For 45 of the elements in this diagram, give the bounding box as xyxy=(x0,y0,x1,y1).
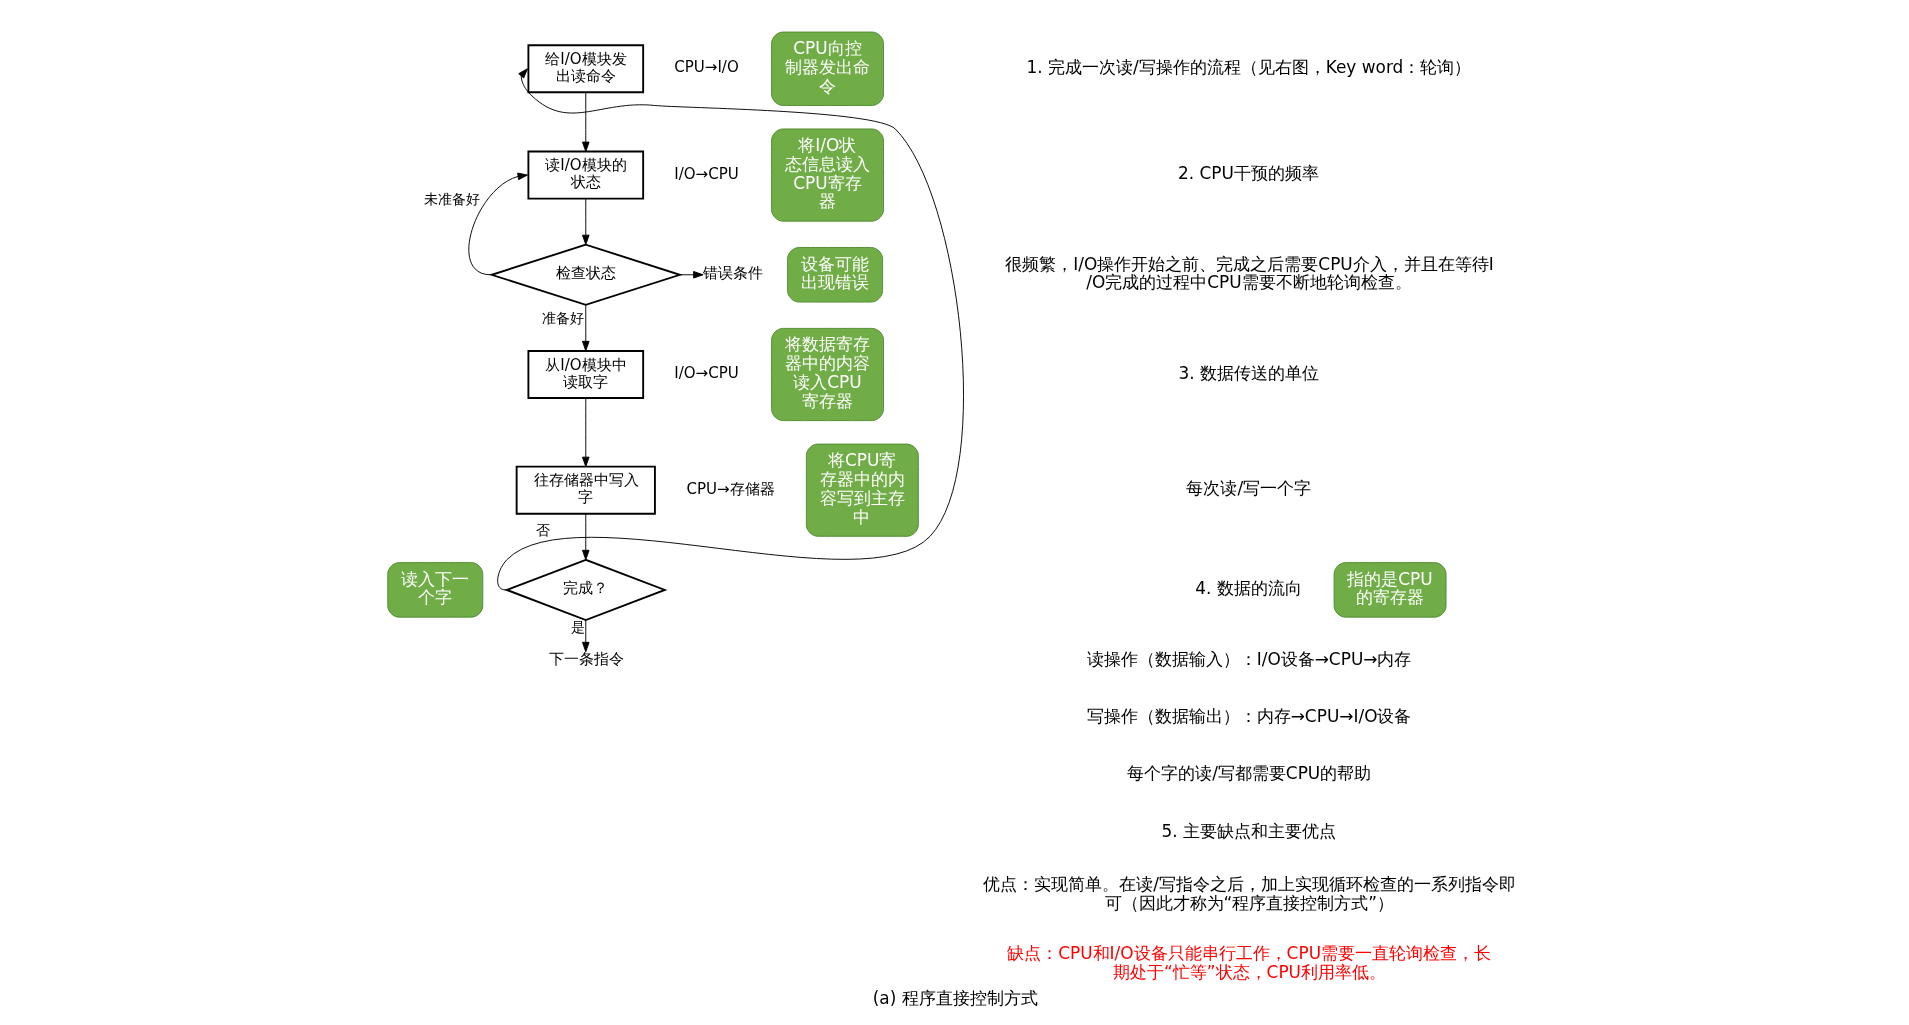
label: 5. 主要缺点和主要优点 xyxy=(1160,820,1336,841)
arrow xyxy=(581,198,590,246)
node-box: 将I/O状态信息读入CPU寄存器 xyxy=(770,128,884,222)
arrow xyxy=(581,304,590,352)
node-text: 下一条指令 xyxy=(548,650,624,669)
arrow xyxy=(581,513,590,561)
node-label: I/O→CPU xyxy=(673,164,739,183)
label: 优点：实现简单。在读/写指令之后，加上实现循环检查的一系列指令即可（因此才称为“程序直接控制方式”） xyxy=(982,874,1516,914)
edge-label: 未准备好 xyxy=(423,191,480,208)
label: 2. CPU干预的频率 xyxy=(1177,163,1319,184)
node-box: 读入下一个字 xyxy=(386,562,483,618)
label: 读操作（数据输入）：I/O设备→CPU→内存 xyxy=(1086,648,1411,669)
node-diamond: 检查状态 xyxy=(488,243,683,306)
node-box: 往存储器中写入字 xyxy=(515,465,656,515)
node-box: 指的是CPU的寄存器 xyxy=(1333,562,1446,618)
node-box: 从I/O模块中读取字 xyxy=(526,350,644,399)
node-label: CPU→存储器 xyxy=(685,479,775,498)
node-label: CPU→I/O xyxy=(673,58,739,77)
node-diamond: 完成？ xyxy=(503,558,667,621)
arrow xyxy=(496,68,964,591)
arrow xyxy=(679,271,703,279)
label: 每个字的读/写都需要CPU的帮助 xyxy=(1126,763,1371,784)
arrow xyxy=(581,619,590,653)
arrow xyxy=(467,172,528,276)
node-box: 给I/O模块发出读命令 xyxy=(526,44,644,94)
label: 每次读/写一个字 xyxy=(1185,478,1311,499)
node-box: 将数据寄存器中的内容读入CPU寄存器 xyxy=(770,327,884,422)
edge-label: 准备好 xyxy=(542,310,585,327)
node-box: 设备可能出现错误 xyxy=(786,247,883,303)
label: 1. 完成一次读/写操作的流程（见右图，Key word：轮询） xyxy=(1025,56,1471,77)
node-box: CPU向控制器发出命令 xyxy=(770,31,884,106)
caption: (a) 程序直接控制方式 xyxy=(872,988,1038,1009)
node-box: 读I/O模块的状态 xyxy=(526,150,644,200)
edge-label: 否 xyxy=(535,522,550,539)
label: 4. 数据的流向 xyxy=(1194,578,1302,599)
arrow xyxy=(581,397,590,467)
node-text: 错误条件 xyxy=(702,264,763,283)
node-label: I/O→CPU xyxy=(673,364,739,383)
arrow xyxy=(581,91,590,152)
label: 缺点：CPU和I/O设备只能串行工作，CPU需要一直轮询检查，长期处于“忙等”状态，CPU利用率低。 xyxy=(1006,943,1491,982)
node-box: 将CPU寄存器中的内容写到主存中 xyxy=(805,443,919,537)
edge-label: 是 xyxy=(570,618,585,635)
label: 很频繁，I/O操作开始之前、完成之后需要CPU介入，并且在等待I/O完成的过程中CPU需要不断地轮询检查。 xyxy=(1004,253,1494,293)
label: 写操作（数据输出）：内存→CPU→I/O设备 xyxy=(1086,705,1411,726)
label: 3. 数据传送的单位 xyxy=(1177,362,1319,383)
